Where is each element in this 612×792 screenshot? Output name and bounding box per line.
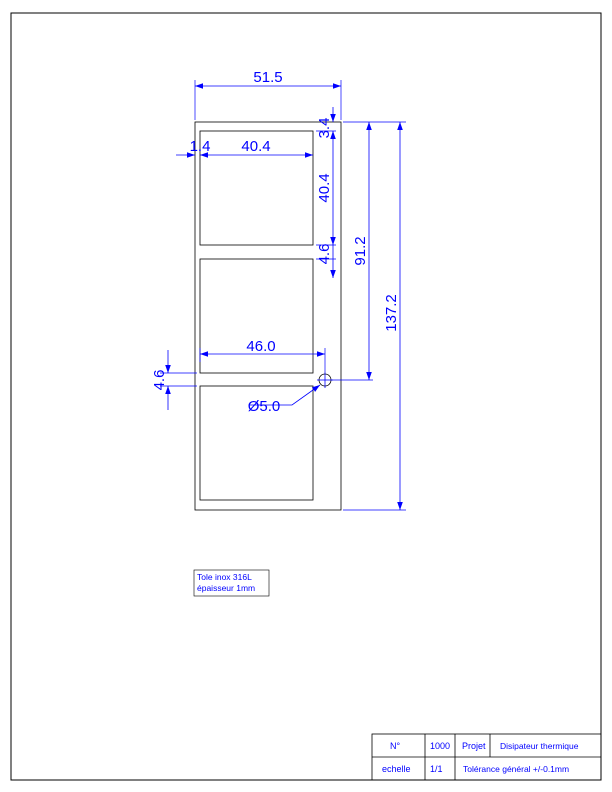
title-block-project-label: Projet <box>462 741 486 751</box>
dim-window-width: 40.4 <box>241 138 270 155</box>
dim-overall-width: 51.5 <box>253 69 282 86</box>
dim-hole-offset: 4.6 <box>151 370 168 391</box>
dim-top-margin: 3.4 <box>316 118 333 139</box>
title-block-number-value: 1000 <box>430 741 450 751</box>
dim-overall-height: 137.2 <box>383 294 400 332</box>
dim-window-height: 40.4 <box>316 173 333 202</box>
title-block: N° 1000 Projet Disipateur thermique eche… <box>371 733 602 781</box>
title-block-scale-value: 1/1 <box>430 764 443 774</box>
sheet-border <box>10 12 602 781</box>
title-block-tolerance: Tolérance général +/-0.1mm <box>463 764 569 774</box>
window-middle <box>199 258 314 374</box>
dim-hole-position: 91.2 <box>352 236 369 265</box>
dim-hole-diameter: Ø5.0 <box>248 398 281 415</box>
dim-left-margin: 1.4 <box>190 138 211 155</box>
dimension-texts: 51.5 40.4 1.4 3.4 40.4 4.6 91.2 137.2 46… <box>151 69 400 415</box>
material-note-line2: épaisseur 1mm <box>197 583 255 593</box>
hole-center-mark <box>317 372 333 388</box>
material-note-line1: Tole inox 316L <box>197 572 252 582</box>
dimension-lines <box>165 83 403 510</box>
window-bottom <box>199 385 314 501</box>
title-block-number-label: N° <box>390 741 400 751</box>
window-top <box>199 130 314 246</box>
title-block-scale-label: echelle <box>382 764 411 774</box>
part-geometry <box>194 121 342 511</box>
material-note: Tole inox 316L épaisseur 1mm <box>193 569 270 597</box>
hole-diameter-leader <box>250 384 321 406</box>
dim-window-gap: 4.6 <box>316 244 333 265</box>
plate-outline <box>194 121 342 511</box>
dim-hole-span: 46.0 <box>246 338 275 355</box>
title-block-project-value: Disipateur thermique <box>500 741 579 751</box>
